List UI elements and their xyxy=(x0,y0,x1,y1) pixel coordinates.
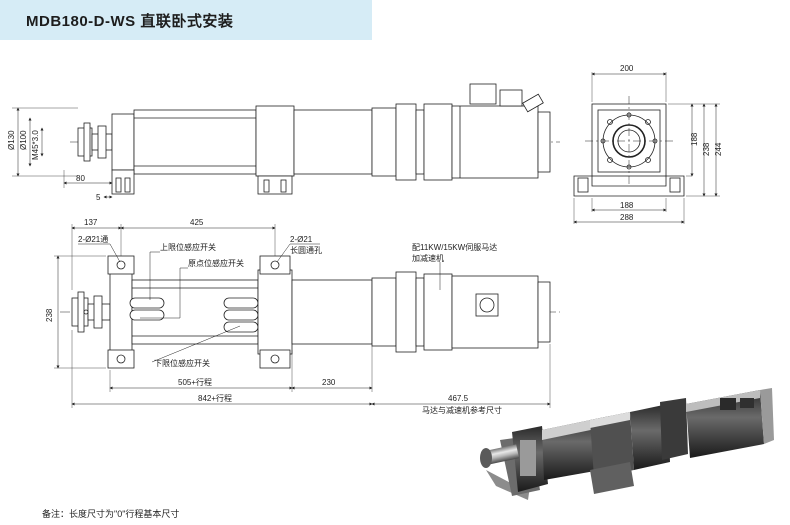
dim-5: 5 xyxy=(96,193,101,202)
dim-288-w: 288 xyxy=(620,213,634,222)
dim-238-h: 238 xyxy=(702,142,711,156)
label-motor-2: 加减速机 xyxy=(412,253,444,263)
side-view xyxy=(12,83,560,199)
dim-188-h: 188 xyxy=(690,132,699,146)
dim-425: 425 xyxy=(190,218,204,227)
dim-200: 200 xyxy=(620,64,634,73)
dim-238: 238 xyxy=(45,308,54,322)
dim-137: 137 xyxy=(84,218,98,227)
title-banner xyxy=(0,0,372,40)
label-lower-switch: 下限位感应开关 xyxy=(154,358,210,368)
dim-d130: Ø130 xyxy=(7,130,16,150)
top-view xyxy=(54,224,560,408)
dim-467: 467.5 xyxy=(448,394,469,403)
dim-842: 842+行程 xyxy=(198,393,232,403)
label-upper-switch: 上限位感应开关 xyxy=(160,242,216,252)
dim-505: 505+行程 xyxy=(178,377,212,387)
label-origin-switch: 原点位感应开关 xyxy=(188,258,244,268)
dim-80: 80 xyxy=(76,174,85,183)
label-motor-1: 配11KW/15KW伺服马达 xyxy=(412,242,497,252)
dim-230: 230 xyxy=(322,378,336,387)
dim-188-w: 188 xyxy=(620,201,634,210)
product-render xyxy=(480,388,774,500)
end-view xyxy=(573,72,720,224)
dim-m45: M45*3.0 xyxy=(31,130,40,160)
footnote: 备注：长度尺寸为"0"行程基本尺寸 xyxy=(42,509,180,519)
label-hole-left: 2-Ø21通 xyxy=(78,234,108,244)
label-motor-ref: 马达与减速机参考尺寸 xyxy=(422,405,502,415)
label-hole-right-2: 长圆通孔 xyxy=(290,245,322,255)
page-title: MDB180-D-WS 直联卧式安装 xyxy=(26,13,234,30)
label-hole-right-1: 2-Ø21 xyxy=(290,235,313,244)
dim-244-h: 244 xyxy=(714,142,723,156)
dim-d100: Ø100 xyxy=(19,130,28,150)
